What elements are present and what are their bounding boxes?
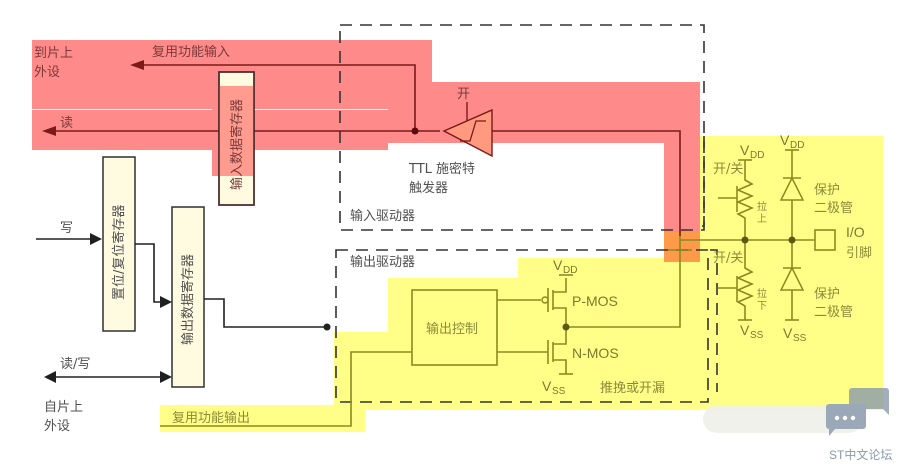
svg-text:SS: SS (552, 386, 566, 397)
ttl-schmitt-line1: TTL 施密特 (408, 161, 475, 177)
output-wires (160, 236, 692, 427)
alt-func-input-arrow (130, 60, 144, 70)
pull-down-label-2: 下 (757, 301, 767, 312)
pull-up-switch-label: 开/关 (713, 162, 743, 177)
rw-arrow-left (44, 371, 56, 383)
odr-to-driver-wire (204, 298, 327, 328)
pull-down-switch-label: 开/关 (713, 251, 743, 266)
rw-arrow-right (160, 371, 172, 383)
p-mos-label: P-MOS (572, 293, 618, 309)
io-pin-label-line2: 引脚 (846, 245, 872, 261)
alt-func-output-label: 复用功能输出 (172, 410, 250, 426)
to-onchip-periph-line1: 到片上 (34, 46, 73, 61)
chat-bubble-icon (826, 388, 889, 436)
svg-text:DD: DD (750, 150, 764, 161)
watermark-text: ST中文论坛 (829, 447, 892, 462)
protect-diode-upper (779, 176, 805, 201)
io-pin-label-line1: I/O (846, 224, 865, 240)
mos-to-pin-wire (566, 236, 681, 328)
watermark-bar (703, 405, 863, 433)
diode-junction-dot (788, 236, 796, 244)
input-highlight-upper (32, 40, 700, 262)
pull-box-upper (696, 136, 705, 227)
svg-text:DD: DD (563, 265, 577, 276)
from-onchip-periph-line2: 外设 (44, 419, 70, 434)
input-driver-label: 输入驱动器 (350, 208, 415, 224)
pmos-bubble (541, 296, 549, 304)
pull-down-resistor (735, 240, 755, 320)
protect-diode-upper-line1: 保护 (814, 183, 840, 198)
alt-func-input-label: 复用功能输入 (152, 44, 230, 60)
vss-label-diode: V SS (783, 325, 807, 344)
protect-diode-upper-line2: 二极管 (814, 201, 853, 216)
protect-diode-lower-line1: 保护 (814, 287, 840, 302)
svg-text:V: V (740, 142, 750, 158)
svg-text:SS: SS (793, 333, 807, 344)
output-path-highlight (160, 136, 883, 432)
output-control-label: 输出控制 (426, 321, 478, 337)
n-mos-label: N-MOS (572, 345, 619, 361)
svg-text:DD: DD (790, 140, 804, 151)
push-pull-open-drain-label: 推挽或开漏 (600, 380, 665, 396)
bit-set-reset-register-label: 置位/复位寄存器 (111, 205, 127, 300)
output-junction-dot (323, 323, 331, 331)
alt-func-input-wire (140, 64, 416, 131)
svg-text:V: V (783, 325, 793, 341)
vss-label-pulldown: V SS (740, 322, 764, 341)
read-arrow (42, 126, 56, 136)
schmitt-trigger-symbol (442, 102, 493, 158)
schmitt-on-label: 开 (457, 87, 470, 102)
vdd-label-diode: V DD (780, 132, 804, 151)
output-highlight-mos (518, 258, 700, 410)
svg-text:SS: SS (750, 330, 764, 341)
overlap-highlight (664, 232, 700, 262)
read-write-label: 读/写 (60, 357, 90, 372)
alt-func-output-wire (160, 351, 412, 427)
output-data-register (171, 206, 205, 388)
svg-text:V: V (780, 132, 790, 148)
bsrr-to-odr-wire (135, 243, 162, 303)
bsrr-odr-arrow (160, 296, 172, 308)
output-data-register-label: 输出数据寄存器 (180, 254, 196, 345)
vdd-label-pullup: V DD (740, 142, 764, 161)
from-onchip-periph-line1: 自片上 (44, 400, 83, 415)
svg-text:V: V (542, 378, 552, 394)
svg-text:V: V (740, 322, 750, 338)
read-label: 读 (60, 116, 73, 131)
bit-set-reset-register (102, 156, 136, 332)
input-data-register-label: 输入数据寄存器 (229, 99, 245, 190)
mos-junction-dot (562, 323, 570, 331)
pull-down-label-1: 拉 (757, 287, 767, 300)
pull-up-resistor (735, 160, 755, 240)
pull-up-label-1: 拉 (757, 200, 767, 213)
ttl-schmitt-line2: 触发器 (409, 180, 448, 196)
output-highlight-ctrl (388, 278, 518, 410)
output-control-box (411, 289, 498, 366)
write-arrow (90, 233, 102, 245)
pull-junction-dot (741, 236, 749, 244)
pin-to-schmitt-wire (445, 130, 681, 236)
output-driver-label: 输出驱动器 (350, 254, 415, 270)
input-driver-box (339, 24, 705, 231)
input-junction-dot (411, 127, 419, 135)
hysteresis-icon (460, 120, 486, 142)
protect-diode-lower (779, 266, 805, 291)
output-highlight-left (334, 332, 388, 410)
vss-label-nmos: V SS (542, 378, 566, 397)
vdd-label-pmos: V DD (553, 257, 577, 276)
watermark: ST中文论坛 (703, 388, 892, 462)
svg-text:V: V (553, 257, 563, 273)
register-wires (36, 238, 327, 378)
pull-up-label-2: 上 (757, 213, 767, 225)
output-driver-box (335, 249, 709, 403)
pull-box-lower (710, 249, 718, 392)
to-onchip-periph-line2: 外设 (34, 65, 60, 80)
io-pin-pad (814, 229, 836, 251)
write-label: 写 (60, 221, 73, 236)
input-highlight-read (32, 110, 388, 150)
protect-diode-lower-line2: 二极管 (814, 305, 853, 320)
